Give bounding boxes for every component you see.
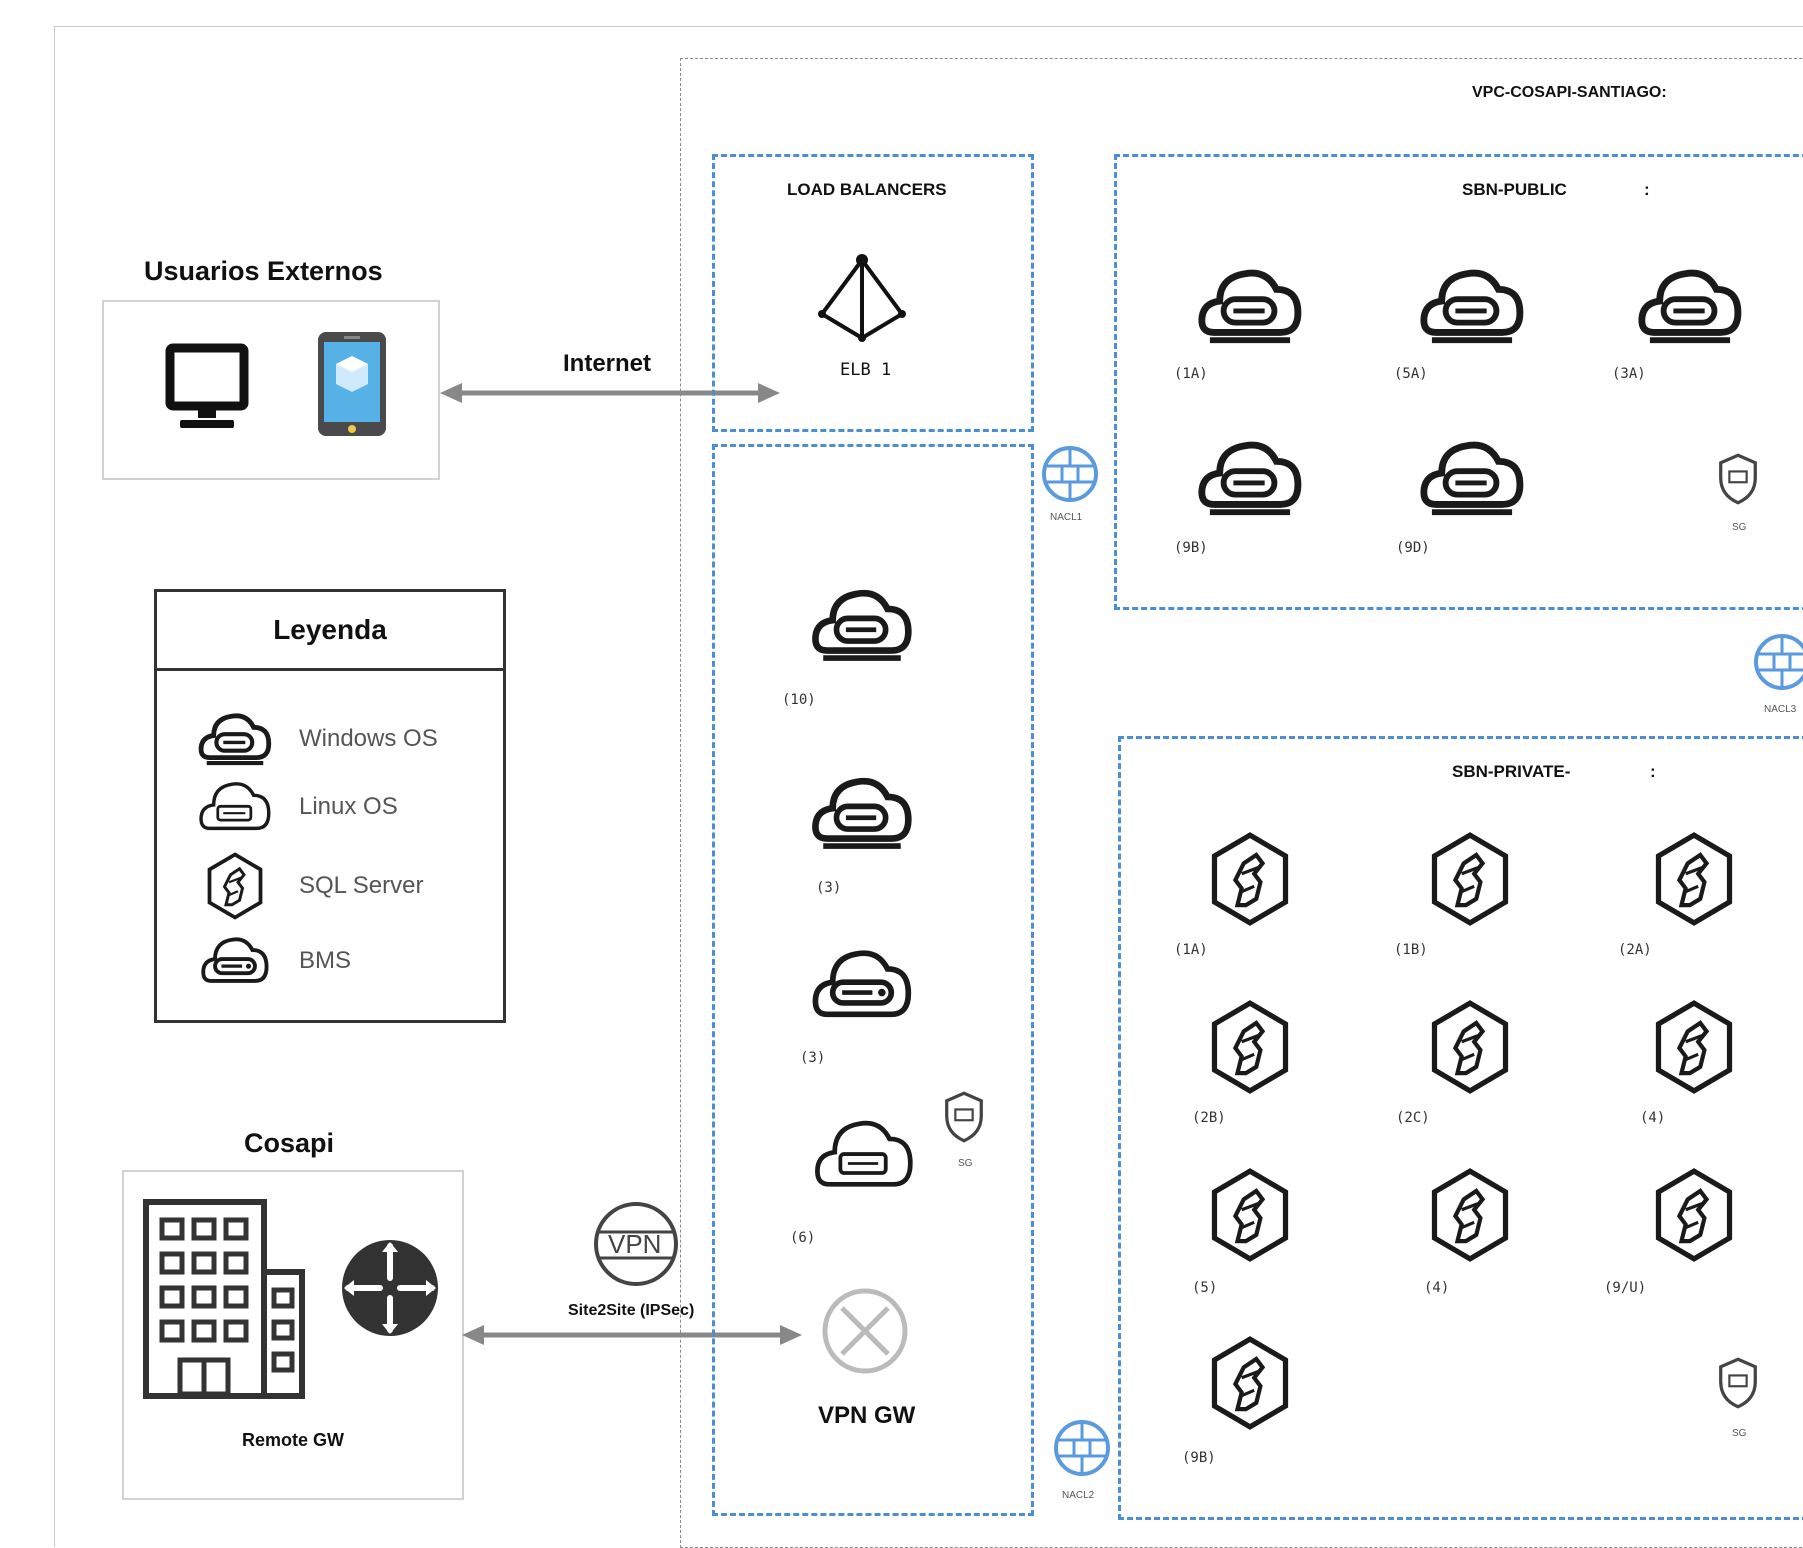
legend-item-bms: BMS — [197, 932, 351, 990]
legend-label: Windows OS — [299, 725, 438, 752]
sql-server-icon — [207, 852, 263, 920]
server-label: (9B) — [1182, 1450, 1216, 1466]
legend-box: Leyenda Windows OS Linux OS SQL Server B… — [154, 589, 506, 1023]
windows-vm-icon — [1196, 434, 1304, 522]
windows-vm-icon — [1418, 434, 1526, 522]
server-label: (3A) — [1612, 366, 1646, 382]
vpn-gateway-icon — [822, 1288, 908, 1374]
server-label: (9B) — [1174, 540, 1208, 556]
linux-vm-icon — [812, 1112, 916, 1198]
remote-gateway-icon — [342, 1240, 438, 1336]
server-label: (10) — [782, 692, 816, 708]
server-label: (2C) — [1396, 1110, 1430, 1126]
cosapi-title: Cosapi — [244, 1128, 335, 1158]
server-label: (5) — [1192, 1280, 1218, 1296]
server-label: (1B) — [1394, 942, 1428, 958]
server-label: (1A) — [1174, 366, 1208, 382]
sql-server-icon — [1652, 1168, 1736, 1262]
site2site-label: Site2Site (IPSec) — [568, 1302, 695, 1319]
nacl-icon — [1042, 446, 1098, 502]
internet-label: Internet — [563, 350, 652, 377]
load-balancers-zone — [712, 154, 1034, 432]
nacl-icon — [1754, 634, 1803, 690]
security-group-icon — [1719, 1357, 1757, 1409]
nacl-icon — [1054, 1420, 1110, 1476]
server-label: (4) — [1640, 1110, 1666, 1126]
canvas-frame — [54, 26, 1803, 1547]
elb-icon — [818, 254, 906, 342]
linux-vm-icon — [199, 782, 271, 831]
sql-server-icon — [1428, 832, 1512, 926]
windows-vm-icon — [810, 582, 914, 668]
sg-label: SG — [958, 1158, 973, 1169]
private-subnet-zone — [1118, 736, 1803, 1520]
vpc-title: VPC-COSAPI-SANTIAGO: — [1472, 84, 1667, 101]
vpn-icon — [594, 1202, 678, 1286]
external-users-box — [102, 300, 440, 480]
sql-server-icon — [1208, 1168, 1292, 1262]
cosapi-box: Remote GW — [122, 1170, 464, 1500]
nacl-label: NACL2 — [1062, 1490, 1095, 1501]
private-subnet-colon: : — [1650, 762, 1656, 781]
building-icon — [143, 1199, 305, 1399]
nacl-label: NACL1 — [1050, 512, 1083, 523]
public-subnet-zone — [1114, 154, 1803, 610]
legend-item-windows: Windows OS — [197, 708, 438, 770]
mobile-app-icon — [318, 332, 386, 436]
vpn-gw-label: VPN GW — [818, 1402, 916, 1429]
legend-label: BMS — [299, 947, 352, 974]
server-label: (2A) — [1618, 942, 1652, 958]
server-label: (3) — [800, 1050, 826, 1066]
windows-vm-icon — [1636, 262, 1744, 350]
sg-label: SG — [1732, 522, 1747, 533]
sg-label: SG — [1732, 1428, 1747, 1439]
bms-icon — [810, 942, 914, 1028]
server-label: (4) — [1424, 1280, 1450, 1296]
server-label: (9D) — [1396, 540, 1430, 556]
server-label: (1A) — [1174, 942, 1208, 958]
sql-server-icon — [1428, 1168, 1512, 1262]
sql-server-icon — [1428, 1000, 1512, 1094]
legend-label: Linux OS — [299, 793, 398, 820]
server-label: (6) — [790, 1230, 816, 1246]
sql-server-icon — [1652, 832, 1736, 926]
security-group-icon — [1719, 453, 1757, 505]
desktop-icon — [165, 343, 249, 428]
vpn-badge-text: VPN — [608, 1229, 662, 1259]
windows-vm-icon — [1418, 262, 1526, 350]
server-label: (9/U) — [1604, 1280, 1647, 1296]
sql-server-icon — [1208, 1000, 1292, 1094]
bms-icon — [197, 932, 273, 990]
load-balancers-title: LOAD BALANCERS — [787, 180, 947, 199]
legend-item-sql: SQL Server — [197, 850, 424, 922]
site2site-arrow — [462, 1325, 802, 1345]
windows-vm-icon — [197, 708, 273, 770]
legend-title: Leyenda — [157, 592, 503, 671]
legend-label: SQL Server — [299, 872, 424, 899]
security-group-icon — [945, 1091, 983, 1143]
external-users-title: Usuarios Externos — [144, 256, 383, 286]
private-subnet-title: SBN-PRIVATE- — [1452, 762, 1571, 781]
server-label: (5A) — [1394, 366, 1428, 382]
windows-vm-icon — [1196, 262, 1304, 350]
windows-vm-icon — [810, 770, 914, 856]
remote-gw-label: Remote GW — [242, 1430, 345, 1450]
sql-server-icon — [1208, 832, 1292, 926]
nacl-label: NACL3 — [1764, 704, 1797, 715]
server-label: (3) — [816, 880, 842, 896]
sql-server-icon — [1652, 1000, 1736, 1094]
left-subnet-zone — [712, 444, 1034, 1516]
server-label: (2B) — [1192, 1110, 1226, 1126]
sql-server-icon — [1208, 1336, 1292, 1430]
elb-label: ELB 1 — [840, 360, 892, 380]
legend-item-linux: Linux OS — [197, 776, 398, 838]
public-subnet-colon: : — [1644, 180, 1650, 199]
public-subnet-title: SBN-PUBLIC — [1462, 180, 1567, 199]
